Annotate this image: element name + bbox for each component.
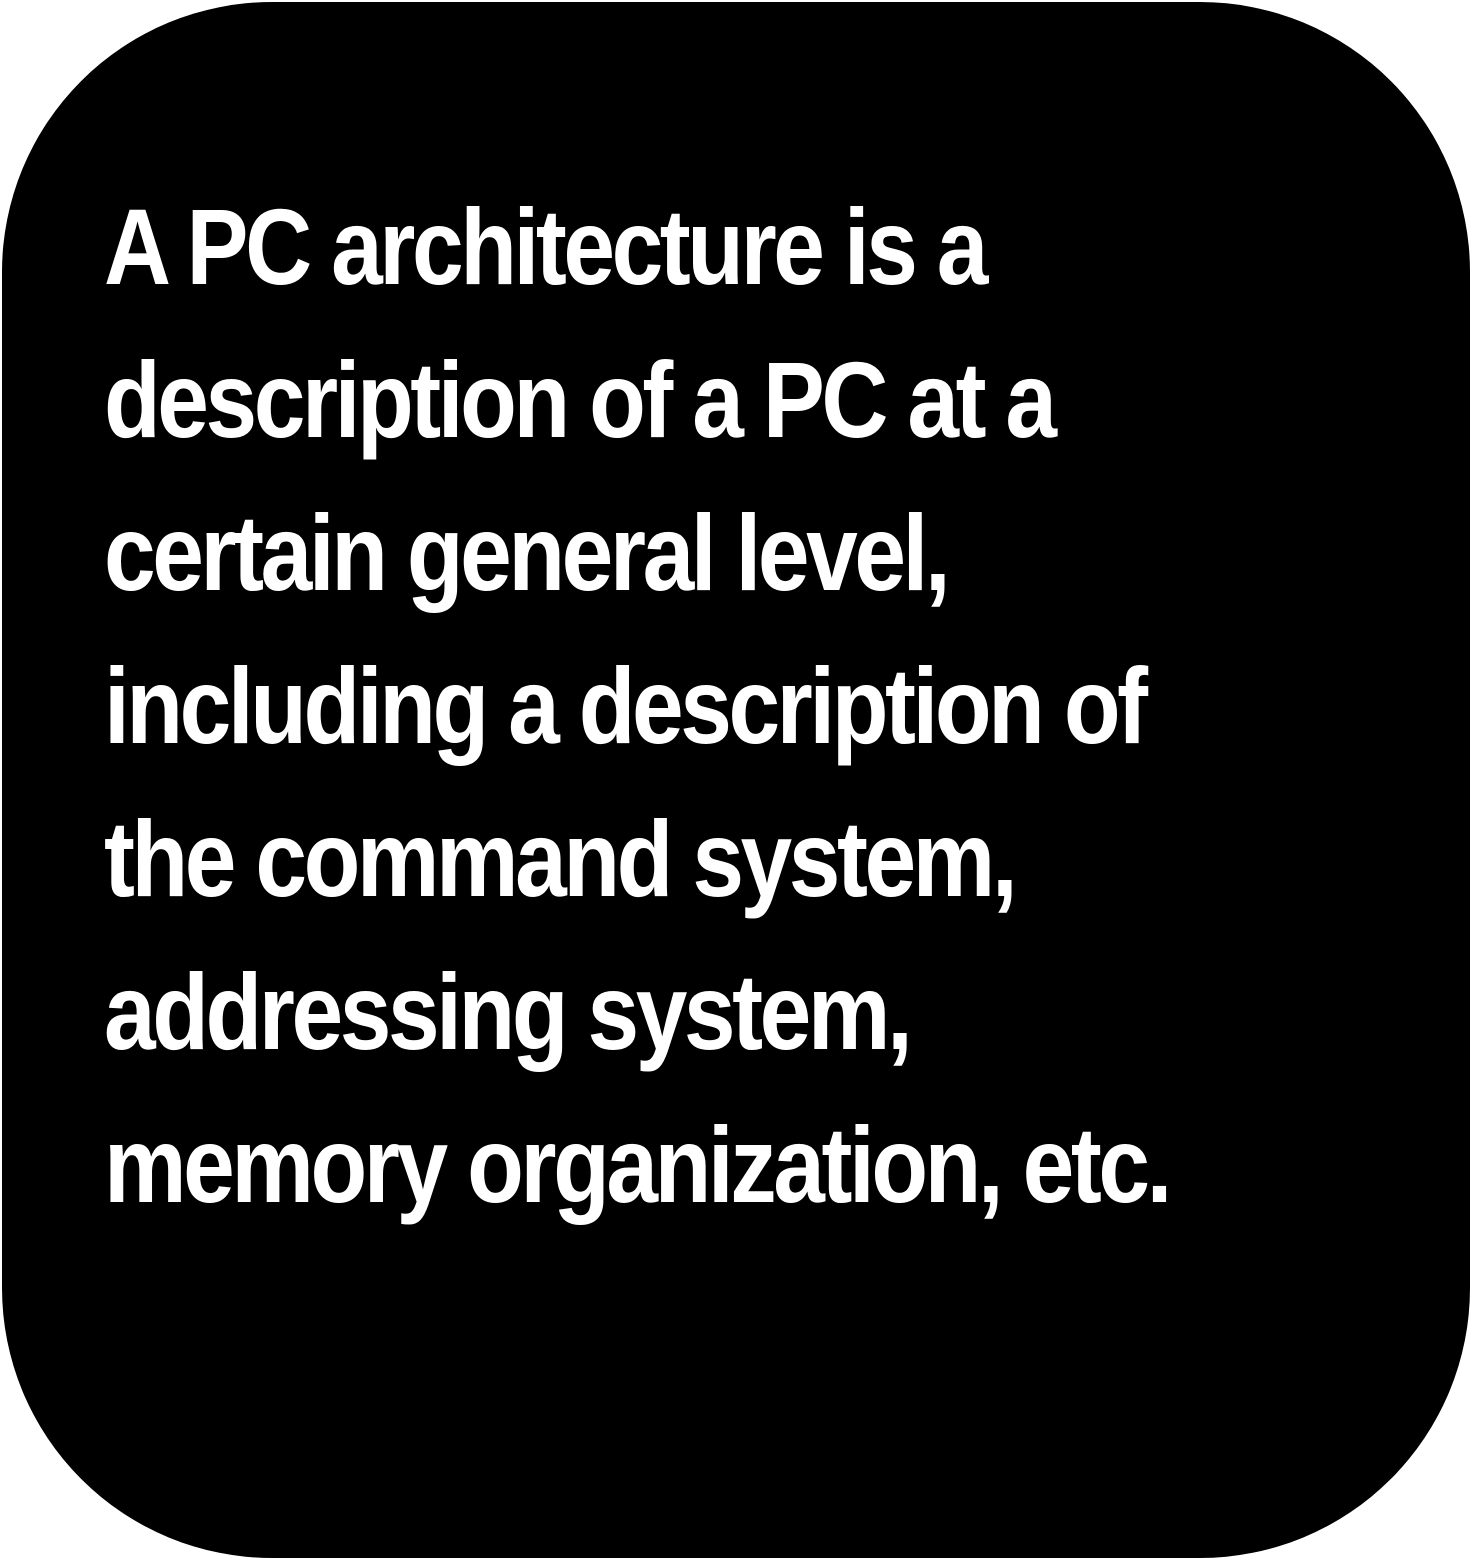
text-line: addressing system, — [104, 951, 913, 1072]
definition-text: A PC architecture is a description of a … — [104, 170, 1172, 1241]
text-line: A PC architecture is a — [104, 186, 988, 307]
text-line: description of a PC at a — [104, 339, 1057, 460]
text-line: the command system, — [104, 798, 1018, 919]
text-line: including a description of — [104, 645, 1148, 766]
text-line: certain general level, — [104, 492, 951, 613]
text-line: memory organization, etc. — [104, 1104, 1172, 1225]
